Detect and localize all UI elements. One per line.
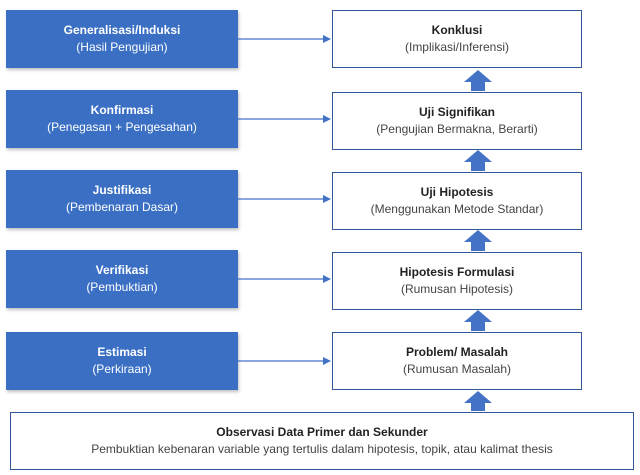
right-box-subtitle: (Implikasi/Inferensi)	[404, 40, 510, 54]
left-box-verifikasi: Verifikasi (Pembuktian)	[6, 250, 238, 308]
right-box-uji-signifikan: Uji Signifikan (Pengujian Bermakna, Bera…	[332, 92, 582, 150]
left-box-subtitle: (Hasil Pengujian)	[76, 40, 168, 54]
left-box-justifikasi: Justifikasi (Pembenaran Dasar)	[6, 170, 238, 228]
right-box-hipotesis-formulasi: Hipotesis Formulasi (Rumusan Hipotesis)	[332, 252, 582, 310]
right-box-uji-hipotesis: Uji Hipotesis (Menggunakan Metode Standa…	[332, 172, 582, 230]
right-box-title: Hipotesis Formulasi	[399, 265, 515, 279]
right-box-title: Problem/ Masalah	[405, 345, 509, 359]
up-block-arrow-3	[464, 230, 492, 251]
up-block-arrow-1	[464, 70, 492, 91]
left-box-subtitle: (Pembuktian)	[86, 280, 158, 294]
left-box-subtitle: (Perkiraan)	[92, 362, 152, 376]
left-box-subtitle: (Penegasan + Pengesahan)	[47, 120, 197, 134]
up-block-arrow-5	[464, 391, 492, 411]
left-box-subtitle: (Pembenaran Dasar)	[65, 200, 179, 214]
right-box-title: Uji Signifikan	[418, 105, 495, 119]
bottom-box-title: Observasi Data Primer dan Sekunder	[216, 425, 428, 439]
left-box-title: Verifikasi	[95, 263, 149, 277]
up-block-arrow-2	[464, 150, 492, 171]
right-box-title: Uji Hipotesis	[420, 185, 494, 199]
right-box-subtitle: (Rumusan Masalah)	[402, 362, 512, 376]
left-box-konfirmasi: Konfirmasi (Penegasan + Pengesahan)	[6, 90, 238, 148]
left-box-title: Konfirmasi	[90, 103, 154, 117]
bottom-box-subtitle: Pembuktian kebenaran variable yang tertu…	[91, 442, 553, 456]
right-box-subtitle: (Menggunakan Metode Standar)	[370, 202, 544, 216]
right-box-konklusi: Konklusi (Implikasi/Inferensi)	[332, 10, 582, 68]
left-box-title: Justifikasi	[92, 183, 152, 197]
left-box-title: Generalisasi/Induksi	[63, 23, 181, 37]
right-box-title: Konklusi	[431, 23, 483, 37]
right-box-subtitle: (Pengujian Bermakna, Berarti)	[376, 122, 538, 136]
bottom-box-observasi: Observasi Data Primer dan Sekunder Pembu…	[10, 412, 634, 470]
left-box-estimasi: Estimasi (Perkiraan)	[6, 332, 238, 390]
left-box-title: Estimasi	[97, 345, 147, 359]
up-block-arrow-4	[464, 310, 492, 331]
right-box-problem: Problem/ Masalah (Rumusan Masalah)	[332, 332, 582, 390]
left-box-generalisasi: Generalisasi/Induksi (Hasil Pengujian)	[6, 10, 238, 68]
right-box-subtitle: (Rumusan Hipotesis)	[400, 282, 514, 296]
